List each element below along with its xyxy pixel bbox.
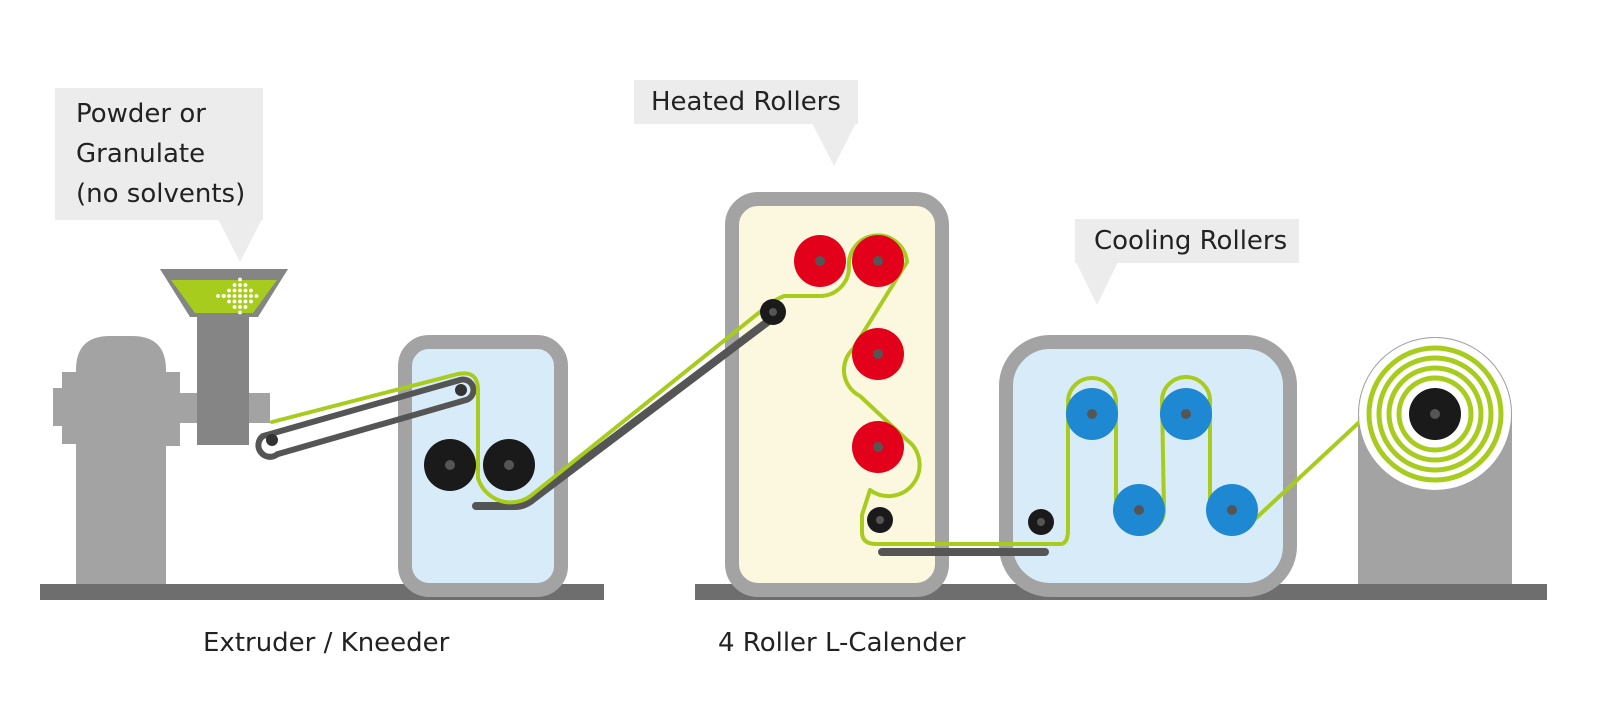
granule-dot (249, 299, 253, 304)
guide-roller-cooling-inlet (1028, 509, 1054, 535)
granule-dot (249, 294, 253, 298)
granule-dot (238, 299, 242, 304)
calender-section-label: 4 Roller L-Calender (718, 628, 966, 658)
granule-dot (216, 294, 220, 298)
cooling-rollers-callout-box (1075, 219, 1299, 305)
granule-dot (243, 283, 248, 287)
granule-dot (243, 294, 248, 298)
granule-dot (232, 294, 237, 298)
kneader-roller-2 (483, 439, 535, 491)
granule-dot (238, 305, 242, 309)
granule-dot (227, 288, 231, 293)
granule-dot (238, 283, 242, 287)
input-material-callout-box (55, 88, 263, 262)
heated-rollers-label: Heated Rollers (651, 87, 841, 117)
extruder-conveyor-belt (255, 376, 477, 460)
film-strand-extruder (270, 371, 480, 480)
granule-dot (243, 305, 248, 309)
cooling-rollers-label: Cooling Rollers (1094, 226, 1288, 256)
cooling-roller-4 (1206, 484, 1258, 536)
granule-dot (227, 299, 231, 304)
cooling-roller-1 (1066, 388, 1118, 440)
kneader-roller-1 (424, 439, 476, 491)
cooling-roller-2 (1160, 388, 1212, 440)
inclined-conveyor (472, 316, 774, 510)
granule-dot (232, 299, 237, 304)
extruder-machine (53, 336, 270, 584)
granule-dot (238, 288, 242, 293)
heated-roller-4 (852, 421, 904, 473)
heated-roller-2 (852, 235, 904, 287)
guide-roller-calender-outlet (867, 507, 893, 533)
granule-dot (238, 277, 242, 282)
film-strand-main (476, 233, 1397, 546)
granule-dot (238, 310, 242, 315)
granule-dot (232, 305, 237, 309)
film-coil (1359, 338, 1511, 490)
extruder-section-label: Extruder / Kneeder (203, 628, 450, 658)
heated-roller-1 (794, 235, 846, 287)
hopper (160, 269, 288, 445)
heated-roller-3 (852, 328, 904, 380)
heated-rollers-callout-box (634, 80, 858, 166)
granule-dot (232, 283, 237, 287)
granule-dot (243, 288, 248, 293)
cooling-roller-3 (1113, 484, 1165, 536)
granule-dot (222, 294, 226, 298)
granule-dot (249, 288, 253, 293)
input-material-label: Powder or Granulate (no solvents) (76, 99, 246, 209)
guide-roller-calender-inlet (760, 299, 786, 325)
granule-dot (238, 294, 242, 298)
granules-icon (216, 277, 259, 315)
granule-dot (232, 288, 237, 293)
granule-dot (254, 294, 259, 298)
granule-dot (227, 294, 231, 298)
granule-dot (243, 299, 248, 304)
